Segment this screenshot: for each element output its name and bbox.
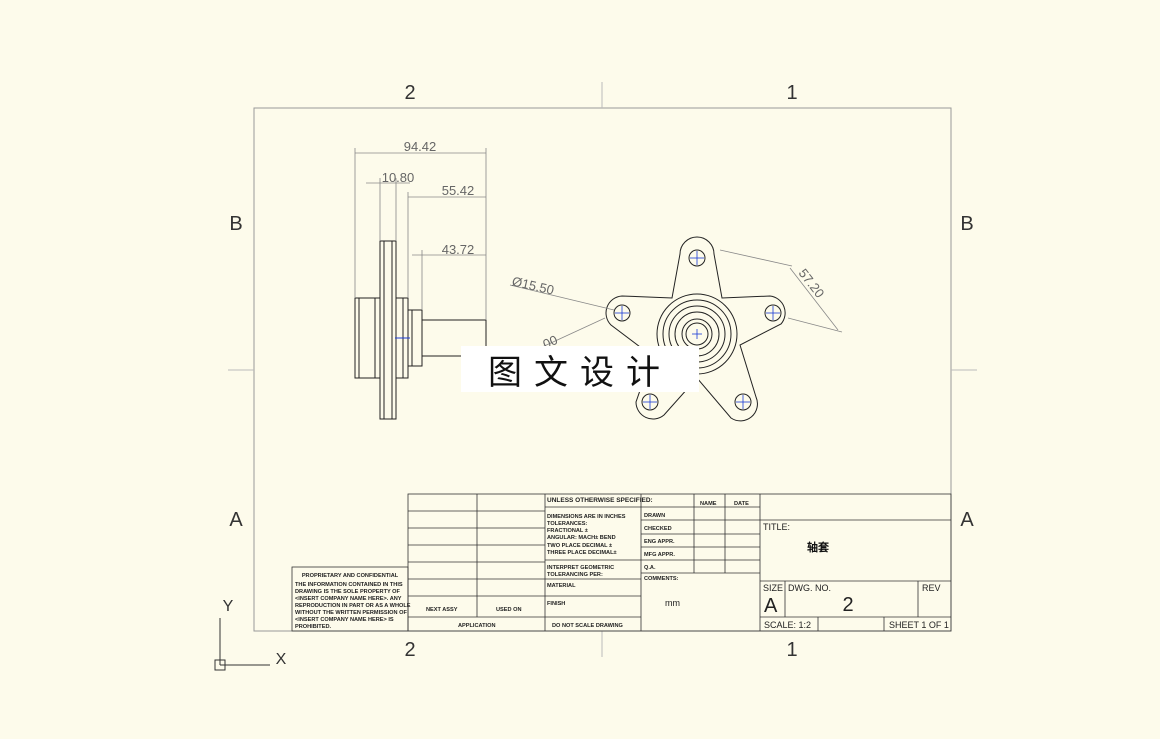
zone-top-1: 1 [786, 82, 797, 104]
tb-finish: FINISH [547, 601, 565, 607]
tb-do-not-scale: DO NOT SCALE DRAWING [552, 623, 623, 629]
tb-dwg-no-label: DWG. NO. [788, 583, 831, 593]
tb-units: mm [665, 598, 680, 608]
axis-y-label: Y [223, 598, 234, 615]
tb-unless: UNLESS OTHERWISE SPECIFIED: [547, 497, 653, 504]
zone-right-a: A [960, 509, 974, 531]
side-view[interactable] [354, 240, 487, 420]
zone-right-b: B [960, 213, 973, 235]
tb-title-label: TITLE: [763, 522, 790, 532]
tb-checked: CHECKED [644, 526, 672, 532]
tb-tol-line: TOLERANCES: [547, 521, 587, 527]
zone-bottom-2: 2 [404, 639, 415, 661]
zone-left-b: B [229, 213, 242, 235]
tb-size-label: SIZE [763, 583, 783, 593]
tb-drawn: DRAWN [644, 513, 665, 519]
dim-hole-diameter: Ø15.50 [511, 274, 556, 298]
front-view-centerlines [615, 251, 780, 409]
tb-size-value: A [764, 595, 778, 617]
tb-title-value: 轴套 [807, 540, 830, 554]
zone-left-a: A [229, 509, 243, 531]
tb-proprietary-line: PROHIBITED. [295, 624, 331, 630]
tb-proprietary-line: <INSERT COMPANY NAME HERE>. ANY [295, 596, 402, 602]
tb-tol-line: DIMENSIONS ARE IN INCHES [547, 514, 626, 520]
zone-top-2: 2 [404, 82, 415, 104]
tb-date-col: DATE [734, 501, 749, 507]
tb-proprietary-line: DRAWING IS THE SOLE PROPERTY OF [295, 589, 401, 595]
dim-shaft-length-1: 55.42 [442, 183, 475, 198]
tb-rev-label: REV [922, 583, 941, 593]
tb-name-col: NAME [700, 501, 717, 507]
tb-mfg-appr: MFG APPR. [644, 552, 675, 558]
zone-bottom-1: 1 [786, 639, 797, 661]
title-block [291, 493, 952, 632]
tb-interpret-line: TOLERANCING PER: [547, 572, 603, 578]
tb-proprietary-line: REPRODUCTION IN PART OR AS A WHOLE [295, 603, 411, 609]
tb-qa: Q.A. [644, 565, 656, 571]
dim-shaft-length-2: 43.72 [442, 242, 475, 257]
tb-next-assy: NEXT ASSY [426, 607, 458, 613]
tb-tol-line: THREE PLACE DECIMAL± [547, 550, 617, 556]
tb-used-on: USED ON [496, 607, 522, 613]
zone-ticks [228, 82, 977, 657]
tb-eng-appr: ENG APPR. [644, 539, 675, 545]
tb-tol-line: TWO PLACE DECIMAL ± [547, 543, 612, 549]
tb-proprietary-title: PROPRIETARY AND CONFIDENTIAL [302, 573, 399, 579]
tb-interpret-line: INTERPRET GEOMETRIC [547, 565, 614, 571]
ucs-axis-icon [214, 618, 270, 671]
dim-overall-length: 94.42 [404, 139, 437, 154]
front-view-dimensions [509, 249, 843, 349]
watermark-banner: 图文设计 [461, 346, 699, 393]
side-view-dimensions [354, 148, 487, 320]
tb-scale: SCALE: 1:2 [764, 620, 811, 630]
dim-flange-width: 10.80 [382, 170, 415, 185]
tb-tol-line: FRACTIONAL ± [547, 528, 588, 534]
tb-application: APPLICATION [458, 623, 496, 629]
tb-dwg-no-value: 2 [842, 594, 853, 616]
tb-comments: COMMENTS: [644, 576, 679, 582]
axis-x-label: X [276, 651, 287, 668]
tb-sheet: SHEET 1 OF 1 [889, 620, 949, 630]
tb-tol-line: ANGULAR: MACH± BEND [547, 535, 616, 541]
tb-proprietary-line: WITHOUT THE WRITTEN PERMISSION OF [295, 610, 407, 616]
tb-material: MATERIAL [547, 583, 576, 589]
tb-proprietary-line: <INSERT COMPANY NAME HERE> IS [295, 617, 394, 623]
tb-proprietary-line: THE INFORMATION CONTAINED IN THIS [295, 582, 403, 588]
